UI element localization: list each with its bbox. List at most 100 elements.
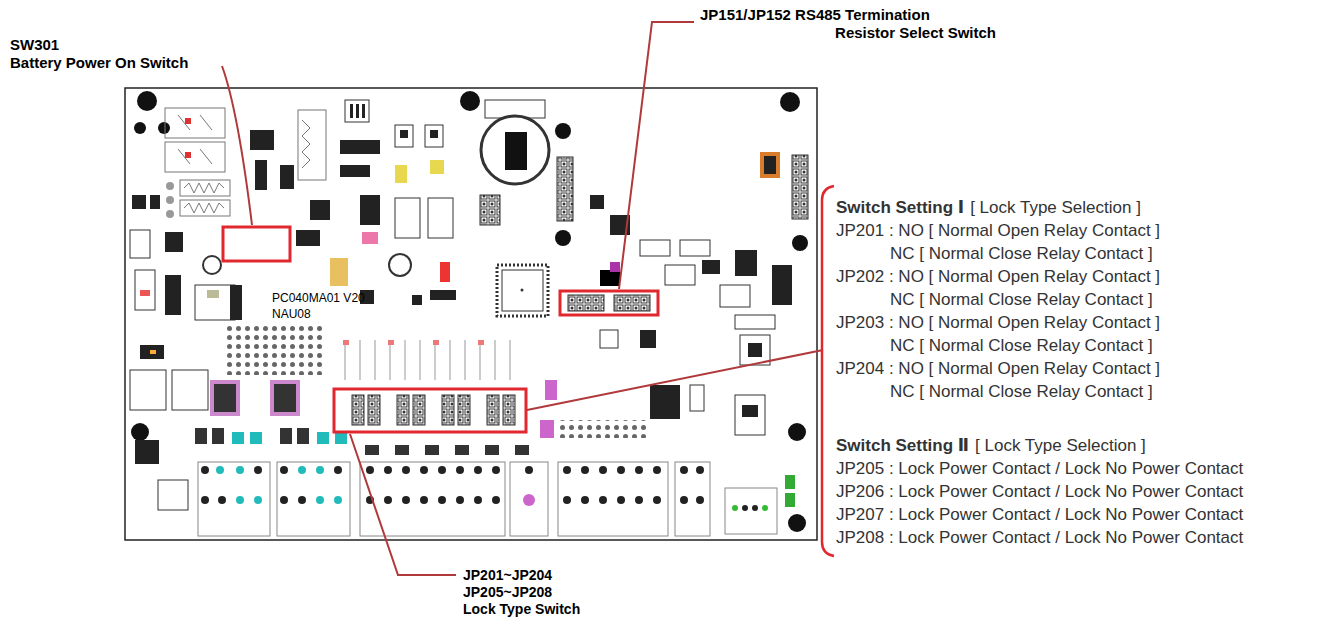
- terminal-pin-shape: [438, 496, 446, 504]
- terminal-pin-shape: [402, 466, 410, 474]
- setting-subheading: [ Lock Type Selection ]: [975, 436, 1146, 456]
- terminal-pin-shape: [438, 466, 446, 474]
- callout-label: JP151/JP152 RS485 Termination: [700, 6, 930, 23]
- terminal-pin-shape: [334, 466, 342, 474]
- highlight-box-shape: [560, 291, 658, 315]
- lock-type-jumper-shape: [503, 395, 515, 425]
- setting-line: JP201 : NO [ Normal Open Relay Contact ]: [836, 221, 1160, 241]
- terminal-block-shape: [510, 462, 548, 536]
- terminal-pin-shape: [280, 466, 288, 474]
- smd-part-shape: [230, 285, 242, 320]
- lock-type-jumper-shape: [352, 395, 364, 425]
- callout-label: JP201~JP204: [463, 567, 552, 583]
- smd-part-shape: [158, 480, 188, 510]
- setting-line: JP202 : NO [ Normal Open Relay Contact ]: [836, 267, 1160, 287]
- smd-part-shape: [742, 405, 758, 417]
- coin-battery-shape: [505, 132, 527, 170]
- silkscreen-text: PC040MA01 V20: [272, 292, 365, 306]
- terminal-pad-shape: [166, 182, 174, 190]
- terminal-pin-shape: [402, 496, 410, 504]
- smd-part-shape: [350, 104, 353, 118]
- smd-part-shape: [130, 370, 166, 410]
- resistor-array-shape: [345, 340, 510, 380]
- terminal-pin-shape: [732, 505, 738, 511]
- smd-row-shape: [455, 445, 469, 455]
- terminal-pin-shape: [420, 466, 428, 474]
- leader-line-shape: [350, 434, 456, 575]
- terminal-pin-shape: [456, 466, 464, 474]
- mounting-hole-shape: [780, 92, 800, 112]
- smd-part-shape: [255, 160, 267, 190]
- smd-row-shape: [297, 428, 309, 444]
- pcb-board: [125, 88, 817, 540]
- microcontroller-shape: [600, 270, 620, 286]
- terminal-pin-shape: [635, 466, 643, 474]
- terminal-pin-shape: [298, 496, 306, 504]
- terminal-pin-shape: [635, 496, 643, 504]
- resistor-array-shape: [270, 380, 300, 416]
- smd-row-shape: [232, 432, 244, 444]
- resistor-symbol-shape: [298, 110, 326, 180]
- terminal-pin-shape: [420, 496, 428, 504]
- terminal-pin-shape: [474, 466, 482, 474]
- terminal-pin-shape: [254, 496, 262, 504]
- smd-part-shape: [345, 100, 369, 122]
- smd-part-shape: [340, 165, 370, 177]
- lock-type-jumper-shape: [442, 395, 454, 425]
- relay-shape: [178, 115, 212, 130]
- relay-shape: [185, 118, 191, 124]
- rs485-jumper-shape: [568, 295, 604, 311]
- smd-row-shape: [335, 432, 347, 444]
- resistor-symbol: [180, 110, 326, 216]
- smd-row-shape: [317, 432, 329, 444]
- smd-row-shape: [485, 445, 499, 455]
- terminal-pin-shape: [280, 496, 288, 504]
- terminal-pin-shape: [599, 466, 607, 474]
- relay-shape: [178, 149, 212, 164]
- terminal-pin-shape: [201, 496, 209, 504]
- smd-part-shape: [735, 395, 765, 435]
- mounting-hole-shape: [134, 122, 146, 134]
- smd-part-shape: [560, 420, 650, 438]
- setting-line: JP205 : Lock Power Contact / Lock No Pow…: [836, 459, 1243, 479]
- leader-line-shape: [619, 22, 694, 289]
- smd-row-shape: [515, 445, 529, 455]
- smd-part-shape: [430, 130, 438, 138]
- resistor-array-shape: [478, 340, 484, 345]
- relay-shape: [165, 142, 225, 172]
- smd-part-shape: [130, 230, 150, 258]
- smd-part-shape: [140, 290, 150, 296]
- smd-part-shape: [785, 493, 795, 507]
- smd-part-shape: [425, 125, 443, 147]
- mounting-hole-shape: [788, 514, 806, 532]
- smd-part-shape: [203, 256, 221, 274]
- rs485-jumper: [568, 295, 650, 311]
- terminal-pin-shape: [236, 496, 244, 504]
- terminal-pin-shape: [599, 496, 607, 504]
- terminal-pad: [166, 182, 174, 218]
- terminal-block-shape: [558, 462, 668, 536]
- smd-part-shape: [150, 350, 156, 354]
- lock-type-jumper: [352, 395, 515, 425]
- terminal-pin-shape: [384, 466, 392, 474]
- setting-line: JP207 : Lock Power Contact / Lock No Pow…: [836, 505, 1243, 525]
- smd-part-shape: [760, 152, 780, 178]
- smd-row-shape: [212, 428, 224, 444]
- terminal-pin-shape: [752, 505, 758, 511]
- smd-part-shape: [356, 104, 359, 118]
- resistor-array-shape: [214, 384, 236, 412]
- resistor-symbol-shape: [180, 180, 230, 196]
- lock-type-jumper-shape: [368, 395, 380, 425]
- setting-heading: Switch Setting Ⅰ: [836, 198, 964, 218]
- pin-header: [557, 155, 808, 221]
- terminal-pin-shape: [218, 496, 226, 504]
- smd-part-shape: [440, 262, 450, 282]
- terminal-pin-shape: [696, 496, 704, 504]
- smd-part-shape: [740, 335, 770, 365]
- terminal-pin-shape: [316, 496, 324, 504]
- callout-label: JP205~JP208: [463, 584, 552, 600]
- terminal-pin: [201, 466, 768, 511]
- smd-part-shape: [428, 198, 453, 238]
- lock-type-jumper-shape: [397, 395, 409, 425]
